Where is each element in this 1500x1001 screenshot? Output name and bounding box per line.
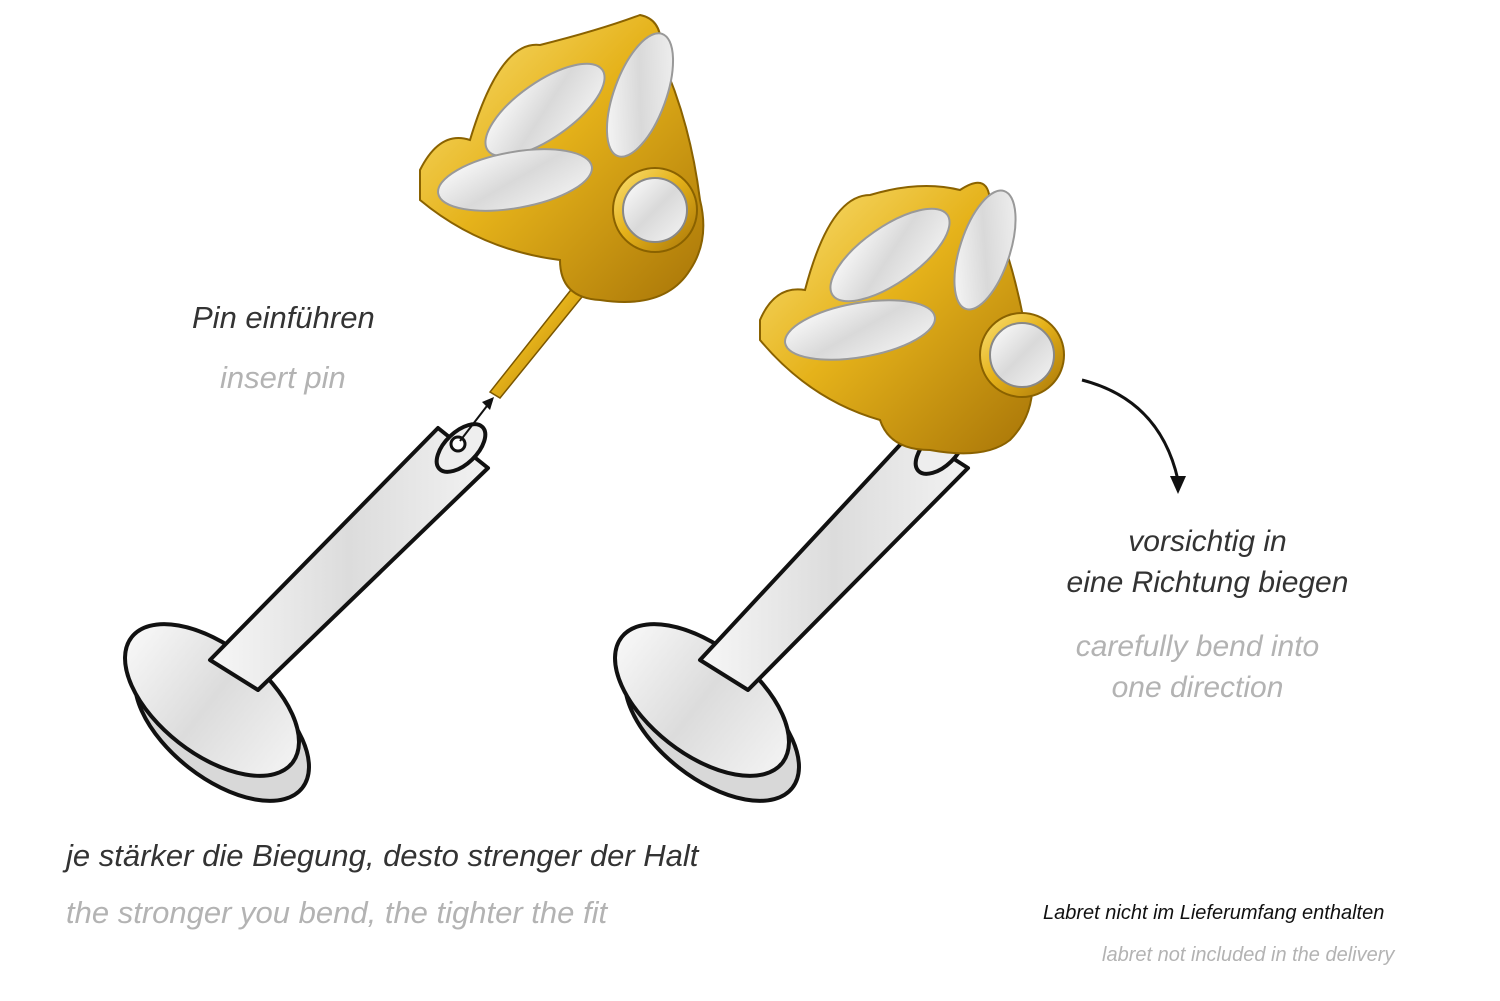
top-right [759,181,1065,455]
top-left-stone-2 [605,32,675,158]
bend-arrow [1081,378,1186,494]
insert-pin-label-en: insert pin [220,360,346,395]
labret-left-hole [449,435,467,453]
top-left [419,13,705,399]
bend-label-en-line1: carefully bend into [1075,630,1320,663]
labret-right-shaft [698,424,970,692]
labret-left-shaft [208,422,490,692]
top-right-stone-3 [784,299,936,361]
fit-label-de: je stärker die Biegung, desto strenger d… [66,838,699,873]
top-left-stone-3 [437,148,593,212]
top-left-round-stone [622,177,688,243]
delivery-note-de: Labret nicht im Lieferumfang enthalten [1043,902,1385,924]
bend-label-en-line2: one direction [1111,671,1284,704]
top-right-stone-2 [953,189,1017,311]
bend-label-de-line1: vorsichtig in [1128,525,1287,558]
bend-label-de-line2: eine Richtung biegen [1066,566,1349,599]
top-left-pin [488,285,588,399]
insert-pin-label-de: Pin einführen [192,300,375,335]
insert-arrow [459,397,494,442]
top-left-stone-1 [484,62,606,158]
labret-left [123,397,494,803]
labret-right [613,424,970,803]
top-right-round-stone [989,322,1055,388]
fit-label-en: the stronger you bend, the tighter the f… [66,895,608,930]
labret-left-disc [123,622,311,803]
top-right-stone-1 [829,207,951,303]
delivery-note-en: labret not included in the delivery [1102,944,1395,966]
